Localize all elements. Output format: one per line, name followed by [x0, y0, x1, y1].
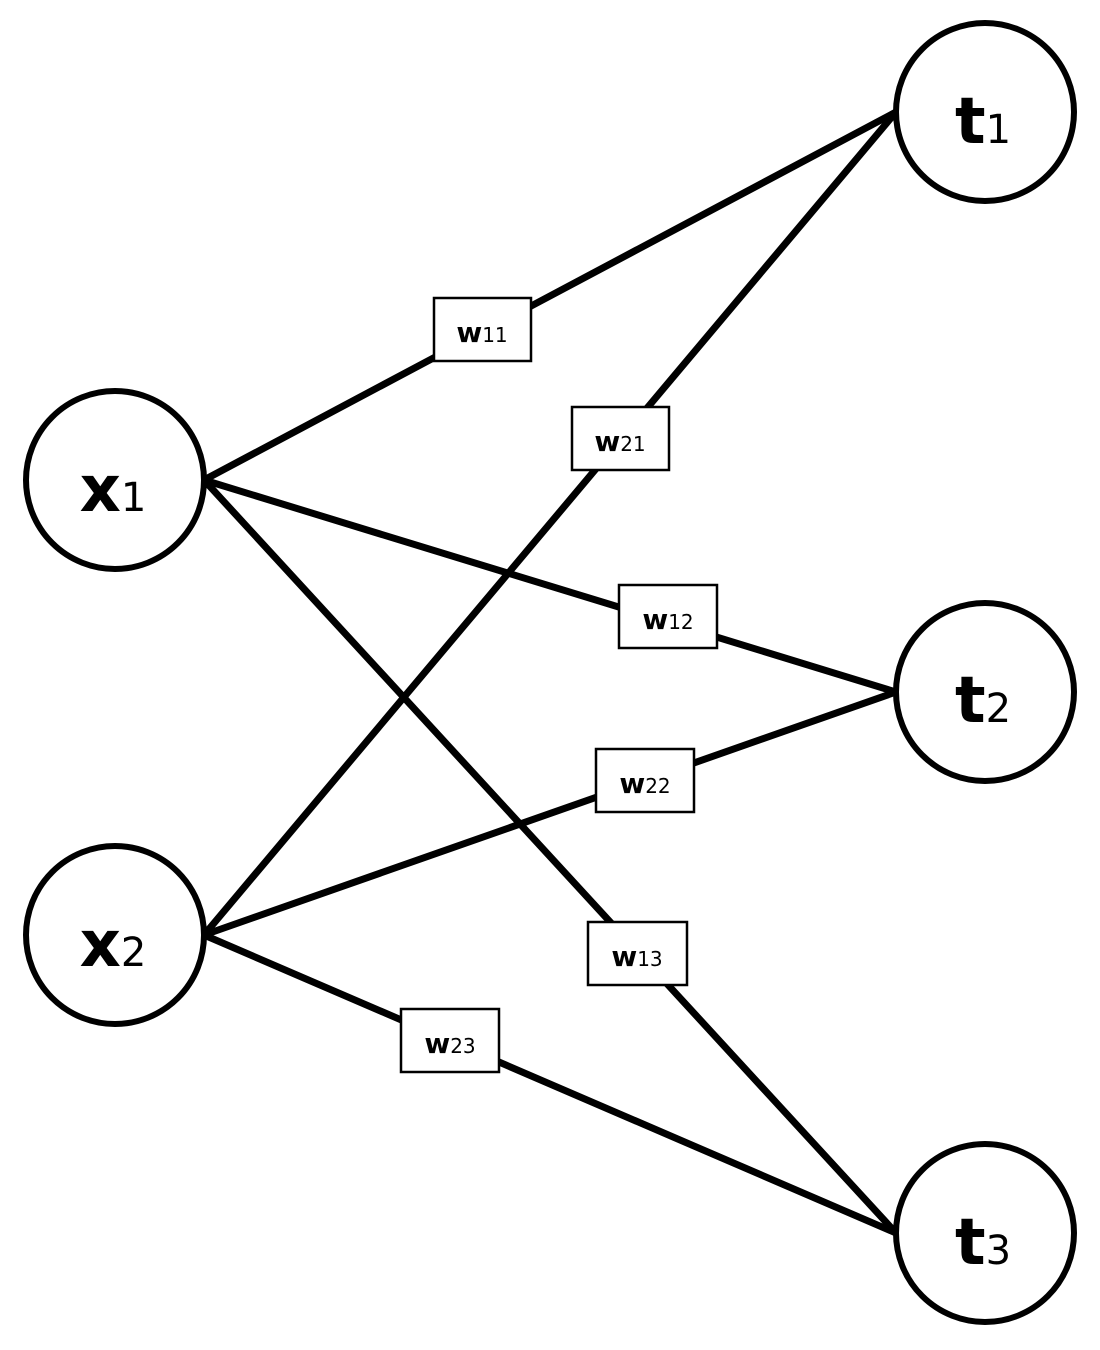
node-label: t3: [955, 1206, 1011, 1280]
weight-label: w23: [424, 1027, 475, 1060]
node-label: x1: [80, 453, 147, 527]
weight-box: [594, 747, 696, 814]
weight-box: [432, 296, 533, 363]
weight-box: [617, 583, 719, 650]
edge-x2-t3: [200, 931, 900, 1237]
weight-label: w22: [619, 767, 670, 800]
weight-w13: w13: [586, 920, 689, 987]
edge-x2-t2: [200, 688, 900, 939]
node-t2: t2: [893, 600, 1077, 784]
node-circle: [23, 388, 207, 572]
weight-w22: w22: [594, 747, 696, 814]
weight-w23: w23: [399, 1007, 501, 1074]
weight-label: w13: [611, 940, 662, 973]
node-circle: [893, 1141, 1077, 1325]
node-t1: t1: [893, 20, 1077, 204]
weight-w21: w21: [570, 405, 671, 472]
weight-w12: w12: [617, 583, 719, 650]
edge-x2-t1: [200, 108, 900, 939]
node-label: t2: [955, 664, 1011, 738]
edge-x1-t1: [200, 108, 900, 484]
weight-box: [586, 920, 689, 987]
edge-x1-t3: [200, 476, 900, 1237]
node-x1: x1: [23, 388, 207, 572]
weight-box: [570, 405, 671, 472]
edges: [200, 108, 900, 1237]
weight-label: w12: [642, 603, 693, 636]
node-label: x2: [80, 908, 147, 982]
weight-label: w21: [594, 425, 645, 458]
node-circle: [23, 843, 207, 1027]
edge-x1-t2: [200, 476, 900, 696]
node-t3: t3: [893, 1141, 1077, 1325]
node-x2: x2: [23, 843, 207, 1027]
weight-label: w11: [456, 316, 507, 349]
node-circle: [893, 600, 1077, 784]
weight-box: [399, 1007, 501, 1074]
node-circle: [893, 20, 1077, 204]
weight-w11: w11: [432, 296, 533, 363]
node-label: t1: [955, 85, 1011, 159]
